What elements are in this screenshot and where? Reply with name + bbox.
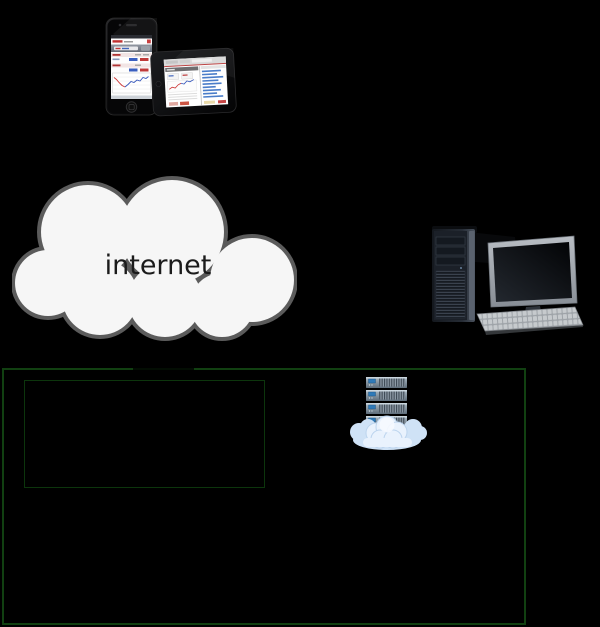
internet-cloud-icon: internet	[12, 176, 297, 341]
network-zone-inner	[24, 380, 265, 488]
network-zone-outer	[2, 368, 526, 625]
tablet-icon	[150, 47, 237, 117]
internet-label: internet	[105, 250, 212, 281]
keyboard-icon	[476, 306, 584, 335]
computer-tower-icon	[432, 226, 477, 322]
desktop-computer-icon	[432, 226, 584, 335]
server-cloud-puffs	[350, 415, 427, 450]
smartphone-icon	[105, 17, 158, 116]
server-stack-cloud-icon	[350, 377, 427, 450]
monitor-icon	[487, 235, 578, 322]
zone-border-gap	[133, 360, 194, 374]
smartphone-tablet-icon	[105, 17, 237, 117]
